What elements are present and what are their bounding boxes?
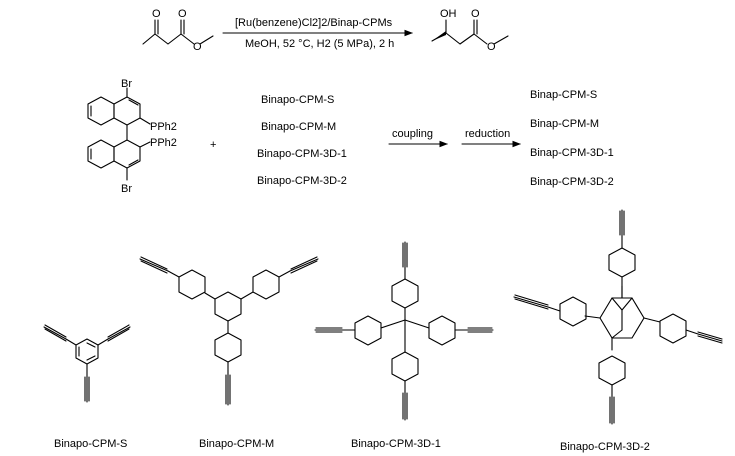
product-label-3d-2: Binap-CPM-3D-2 <box>530 176 614 188</box>
caption-cpm-s: Binapo-CPM-S <box>54 438 127 450</box>
structure-cpm-3d-1 <box>314 241 494 421</box>
bottom-phosphine-label: PPh2 <box>150 137 177 149</box>
product-label-3d-1: Binap-CPM-3D-1 <box>530 147 614 159</box>
linker-label-3d-2: Binapo-CPM-3D-2 <box>257 175 347 187</box>
caption-cpm-m: Binapo-CPM-M <box>199 438 274 450</box>
linker-label-3d-1: Binapo-CPM-3D-1 <box>257 148 347 160</box>
top-phosphine-label: PPh2 <box>150 121 177 133</box>
product-ester-oxygen-label: O <box>487 41 496 53</box>
caption-cpm-3d-1: Binapo-CPM-3D-1 <box>351 438 441 450</box>
product-label-s: Binap-CPM-S <box>530 89 597 101</box>
conditions-label: MeOH, 52 °C, H2 (5 MPa), 2 h <box>245 38 394 50</box>
structure-cpm-3d-2 <box>513 209 723 425</box>
top-bromine-label: Br <box>121 78 132 90</box>
ester-oxygen-label: O <box>193 41 202 53</box>
caption-cpm-3d-2: Binapo-CPM-3D-2 <box>560 441 650 453</box>
linker-label-m: Binapo-CPM-M <box>261 121 336 133</box>
linker-label-s: Binapo-CPM-S <box>261 94 334 106</box>
product-carbonyl-oxygen-label: O <box>471 8 480 20</box>
catalyst-label: [Ru(benzene)Cl2]2/Binap-CPMs <box>235 17 393 29</box>
methyl-acetoacetate-structure: O O O <box>142 8 214 53</box>
coupling-label: coupling <box>392 128 433 140</box>
dibromo-binapo-structure: Br Br PPh2 PPh2 <box>87 78 177 195</box>
product-hydroxyester-structure: OH O O <box>431 8 509 53</box>
structure-cpm-m <box>139 256 319 406</box>
product-label-m: Binap-CPM-M <box>530 118 599 130</box>
ketone-oxygen-label: O <box>152 8 161 20</box>
bottom-bromine-label: Br <box>121 183 132 195</box>
hydroxyl-label: OH <box>440 8 457 20</box>
ester-carbonyl-oxygen-label: O <box>178 8 187 20</box>
plus-sign: + <box>210 139 216 151</box>
reduction-label: reduction <box>465 128 510 140</box>
structure-cpm-s <box>43 324 131 403</box>
